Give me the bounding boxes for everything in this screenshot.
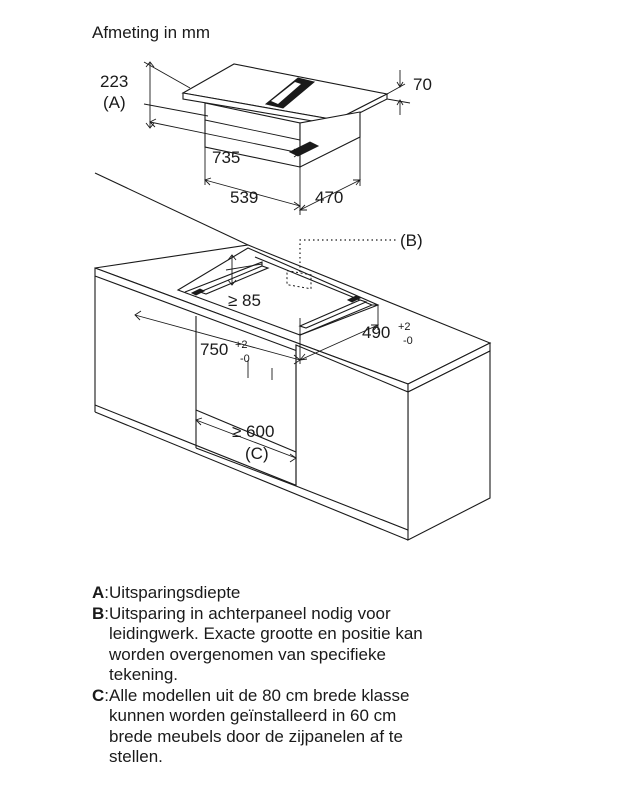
dim-70: 70 (413, 75, 432, 94)
dim-750-tolerance-minus: -0 (240, 353, 250, 365)
dim-539: 539 (230, 188, 258, 207)
dim-470: 470 (315, 188, 343, 207)
upper-dimension-lines (143, 61, 411, 215)
cabinet-drawing (94, 276, 491, 541)
dim-490-tolerance-minus: -0 (403, 335, 413, 347)
lower-dimension-lines (134, 239, 398, 463)
legend-key-b: B (92, 603, 105, 623)
legend-key-a: A (92, 583, 105, 602)
label-b: (B) (400, 231, 423, 250)
diagram-title: Afmeting in mm (92, 23, 210, 42)
dim-490-value: 490 (362, 323, 390, 342)
legend-item-b: B: Uitsparing in achterpaneel nodig voor… (92, 603, 423, 685)
legend-item-c: C: Alle modellen uit de 80 cm brede klas… (92, 685, 410, 767)
dim-750-value: 750 (200, 340, 228, 359)
legend-item-a: A: Uitsparingsdiepte (92, 583, 241, 602)
dim-750: 750 +2 -0 (200, 339, 250, 365)
worktop-drawing (94, 172, 492, 393)
legend-text-a: Uitsparingsdiepte (109, 583, 241, 602)
dim-223: 223 (100, 72, 128, 91)
legend: A: Uitsparingsdiepte B: Uitsparing in ac… (92, 583, 612, 768)
dim-735: 735 (212, 148, 240, 167)
label-c: (C) (245, 444, 269, 463)
label-a: (A) (103, 93, 126, 112)
dim-600: ≥ 600 (232, 422, 274, 441)
legend-text-b: Uitsparing in achterpaneel nodig voor le… (109, 603, 423, 685)
dim-490-tolerance-plus: +2 (398, 321, 411, 333)
legend-text-c: Alle modellen uit de 80 cm brede klasse … (109, 685, 410, 767)
dim-490: 490 +2 -0 (362, 321, 413, 347)
dim-750-tolerance-plus: +2 (235, 339, 248, 351)
cooktop-drawing (181, 63, 389, 168)
legend-key-c: C (92, 685, 105, 705)
dim-85: ≥ 85 (228, 291, 261, 310)
